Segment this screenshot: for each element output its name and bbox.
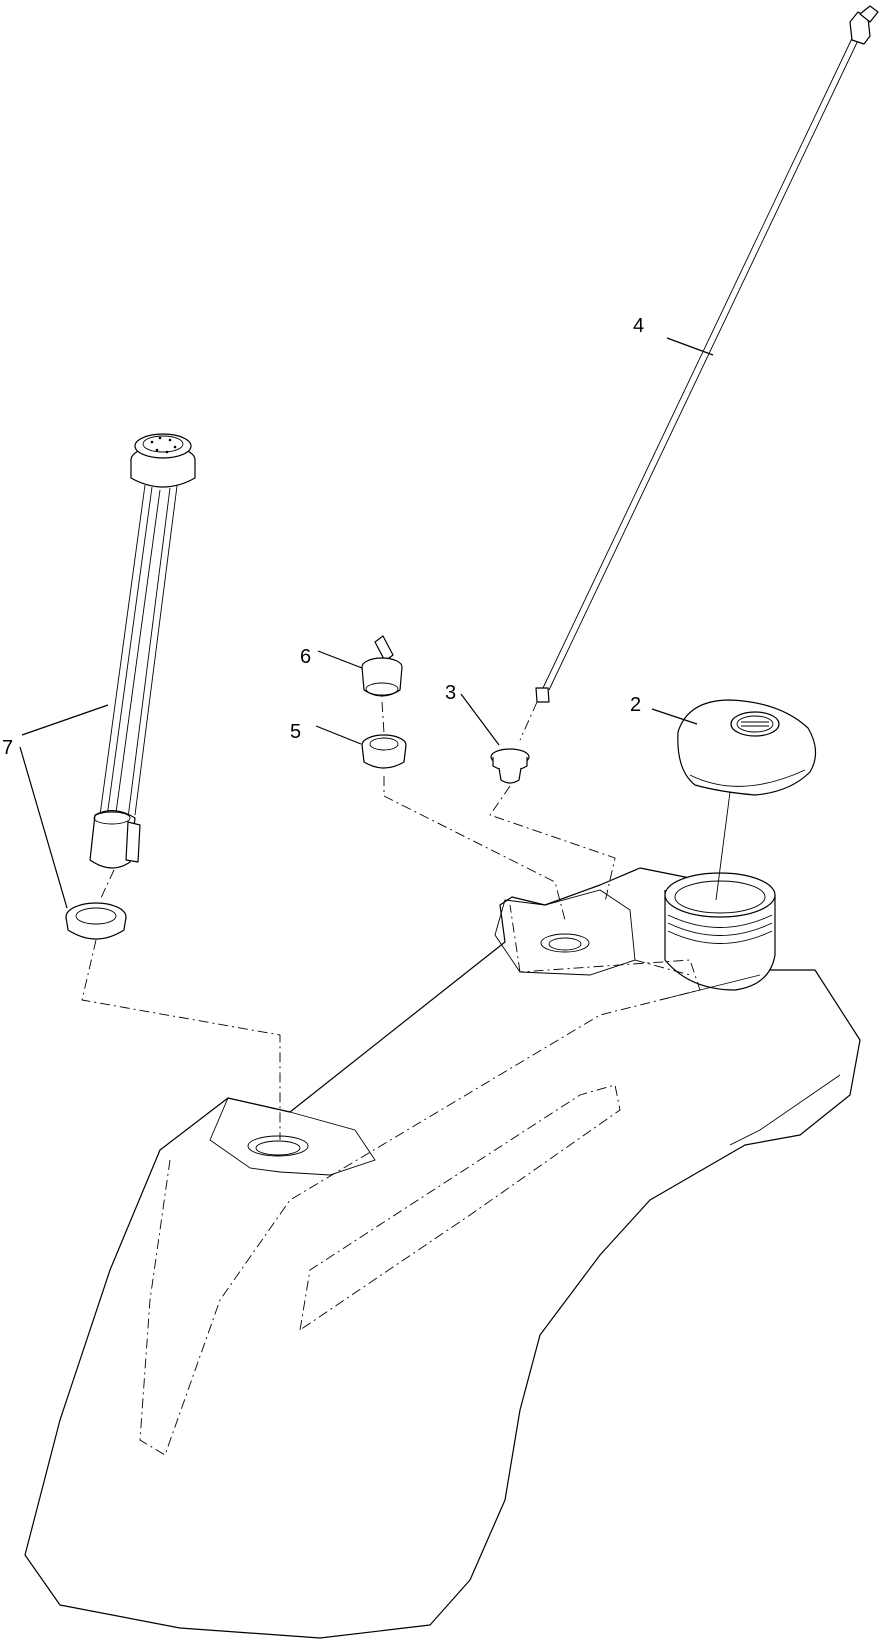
sender-grommet: [65, 902, 127, 940]
fuel-sender-assembly: [89, 433, 196, 869]
vent-opening: [540, 933, 590, 953]
fuel-line: [535, 5, 879, 703]
fuel-cap: [677, 699, 817, 901]
callout-7: 7: [2, 737, 13, 759]
leader-7b: [19, 746, 68, 909]
leader-3: [460, 693, 500, 746]
pump-opening: [247, 1135, 309, 1157]
callout-4: 4: [633, 315, 644, 337]
callout-leaders: [19, 337, 714, 909]
callout-2: 2: [630, 694, 641, 716]
vent-valve: [361, 635, 403, 697]
leader-2: [651, 708, 698, 725]
leader-7a: [21, 704, 109, 736]
vent-grommet: [361, 734, 407, 769]
callout-5: 5: [290, 721, 301, 743]
sender-head: [134, 433, 192, 459]
leader-6: [317, 650, 363, 669]
callout-6: 6: [300, 646, 311, 668]
center-lines: [81, 701, 616, 1140]
leader-5: [315, 725, 362, 745]
filler-neck: [664, 872, 776, 918]
leader-4: [666, 337, 714, 356]
fitting-plug: [490, 748, 530, 784]
callout-labels: 4 2 3 6 5 7: [2, 315, 644, 759]
callout-3: 3: [445, 682, 456, 704]
fuel-tank: [24, 867, 861, 1639]
